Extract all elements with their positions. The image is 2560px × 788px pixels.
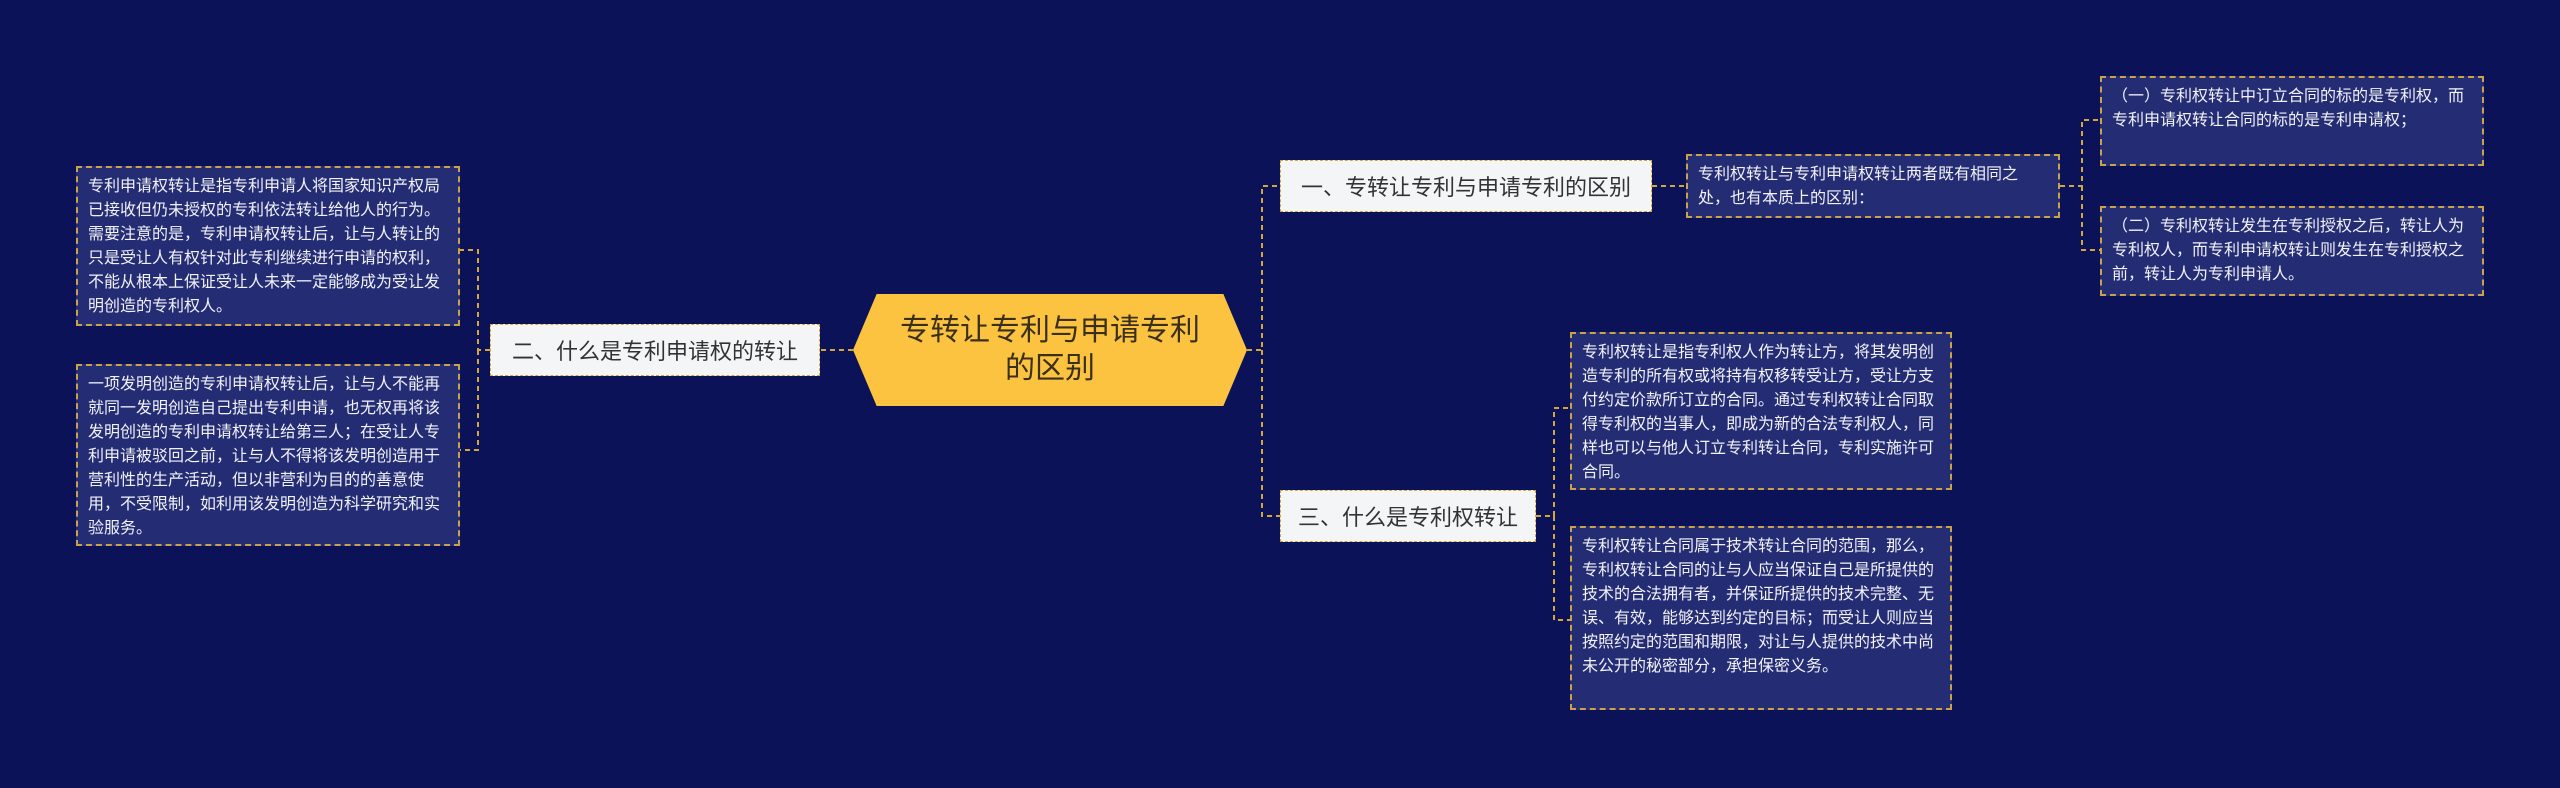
leaf-difference-intro: 专利权转让与专利申请权转让两者既有相同之处，也有本质上的区别： [1686, 154, 2060, 218]
leaf-patent-transfer-obligations: 专利权转让合同属于技术转让合同的范围，那么，专利权转让合同的让与人应当保证自己是… [1570, 526, 1952, 710]
branch-application-right-transfer[interactable]: 二、什么是专利申请权的转让 [490, 324, 820, 376]
branch-difference[interactable]: 一、专转让专利与申请专利的区别 [1280, 160, 1652, 212]
connector-b3-leaves [1536, 407, 1570, 621]
leaf-difference-point-2: （二）专利权转让发生在专利授权之后，转让人为专利权人，而专利申请权转让则发生在专… [2100, 206, 2484, 296]
connector-root-b3 [1261, 350, 1280, 517]
branch-patent-right-transfer[interactable]: 三、什么是专利权转让 [1280, 490, 1536, 542]
leaf-difference-point-1: （一）专利权转让中订立合同的标的是专利权，而专利申请权转让合同的标的是专利申请权… [2100, 76, 2484, 166]
leaf-application-right-definition: 专利申请权转让是指专利申请人将国家知识产权局已接收但仍未授权的专利依法转让给他人… [76, 166, 460, 326]
connector-root-b1 [1247, 185, 1280, 351]
connector-b2-leaves [460, 249, 490, 451]
leaf-application-right-effects: 一项发明创造的专利申请权转让后，让与人不能再就同一发明创造自己提出专利申请，也无… [76, 364, 460, 546]
connector-intro-points [2060, 119, 2100, 251]
leaf-patent-transfer-definition: 专利权转让是指专利权人作为转让方，将其发明创造专利的所有权或将持有权移转受让方，… [1570, 332, 1952, 490]
root-topic[interactable]: 专转让专利与申请专利的区别 [853, 294, 1247, 406]
